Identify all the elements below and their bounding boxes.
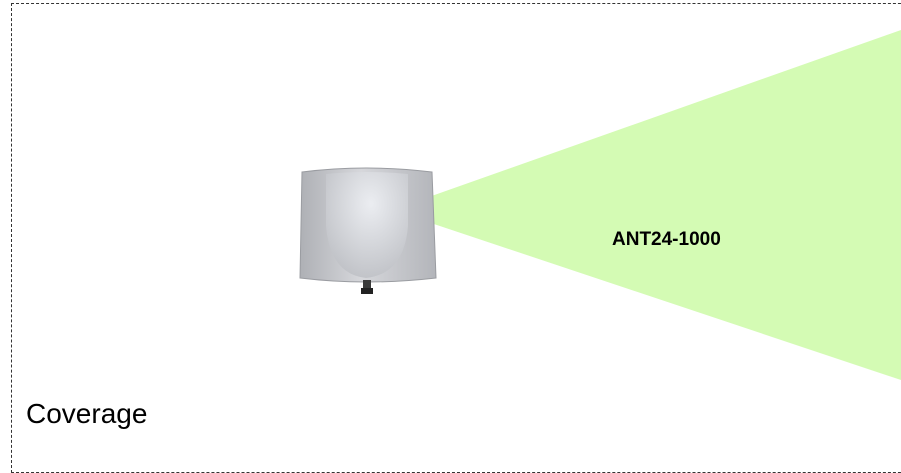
panel-antenna-icon xyxy=(296,166,438,296)
coverage-caption: Coverage xyxy=(26,398,147,430)
coverage-beam xyxy=(392,30,901,380)
coverage-beam-layer xyxy=(0,0,901,454)
antenna-model-label: ANT24-1000 xyxy=(612,229,721,251)
